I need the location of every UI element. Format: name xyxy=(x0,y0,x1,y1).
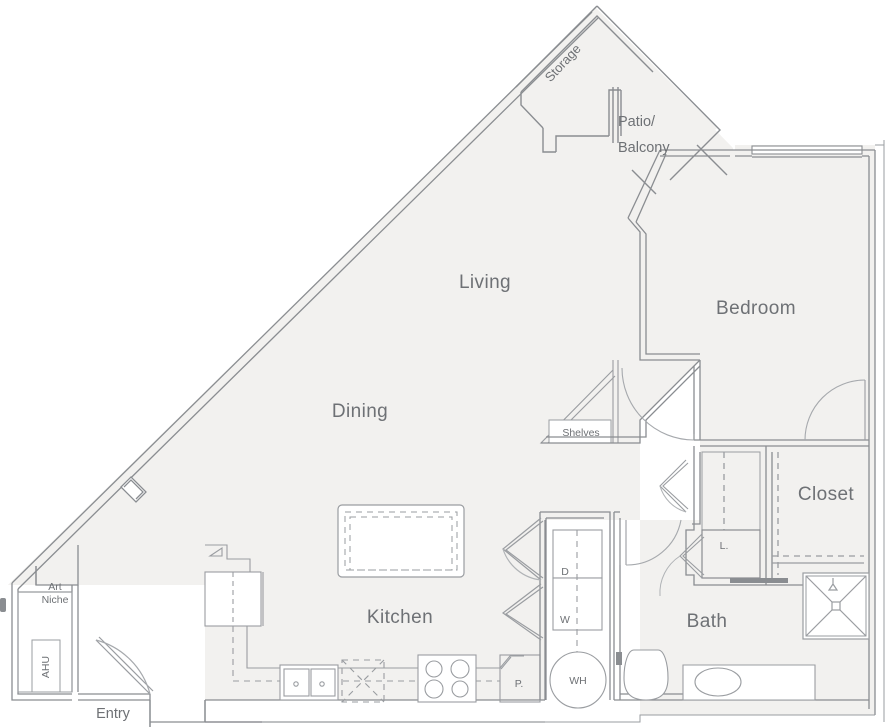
range xyxy=(417,654,477,703)
linen-closet xyxy=(659,529,761,597)
refrigerator xyxy=(204,544,264,627)
living-angled-wall xyxy=(541,359,701,444)
label-washer: W xyxy=(560,614,570,626)
label-bedroom: Bedroom xyxy=(716,298,796,319)
utility-closet xyxy=(539,511,611,700)
label-closet: Closet xyxy=(798,484,855,505)
diagonal-exterior-wall xyxy=(11,11,599,590)
closet-door xyxy=(804,379,866,441)
label-dryer: D xyxy=(561,566,569,578)
kitchen-island xyxy=(337,504,465,578)
entry-door xyxy=(95,636,154,695)
entry-walls xyxy=(11,545,262,727)
label-living: Living xyxy=(459,272,511,293)
label-art-niche-line1: Art xyxy=(48,581,62,593)
label-patio-line2: Balcony xyxy=(618,140,670,156)
label-ahu: AHU xyxy=(40,656,52,678)
label-entry: Entry xyxy=(96,706,131,722)
closet-walls xyxy=(685,446,869,586)
label-shelves: Shelves xyxy=(562,427,599,439)
label-dining: Dining xyxy=(332,401,388,422)
label-bath: Bath xyxy=(687,611,728,632)
exterior-offset-line xyxy=(262,140,885,723)
shower xyxy=(0,572,870,640)
wall-details xyxy=(616,578,788,665)
water-heater xyxy=(549,651,607,709)
dishwasher xyxy=(341,659,385,703)
utility-doors xyxy=(501,517,544,641)
label-art-niche-line2: Niche xyxy=(42,594,69,606)
label-water-heater: WH xyxy=(569,675,587,687)
vanity-sink xyxy=(682,664,816,701)
bedroom-door xyxy=(621,367,695,441)
hall-door xyxy=(659,459,689,513)
washer-dryer-stack xyxy=(552,529,603,678)
kitchen-base-cabinets xyxy=(205,625,500,682)
label-patio-line1: Patio/ xyxy=(618,114,656,130)
label-kitchen: Kitchen xyxy=(367,607,433,628)
toilet xyxy=(623,649,669,701)
label-pantry: P. xyxy=(515,678,524,690)
label-linen: L. xyxy=(720,540,729,552)
sink xyxy=(279,664,339,701)
bath-door xyxy=(619,519,682,566)
floor-slab xyxy=(8,8,875,715)
